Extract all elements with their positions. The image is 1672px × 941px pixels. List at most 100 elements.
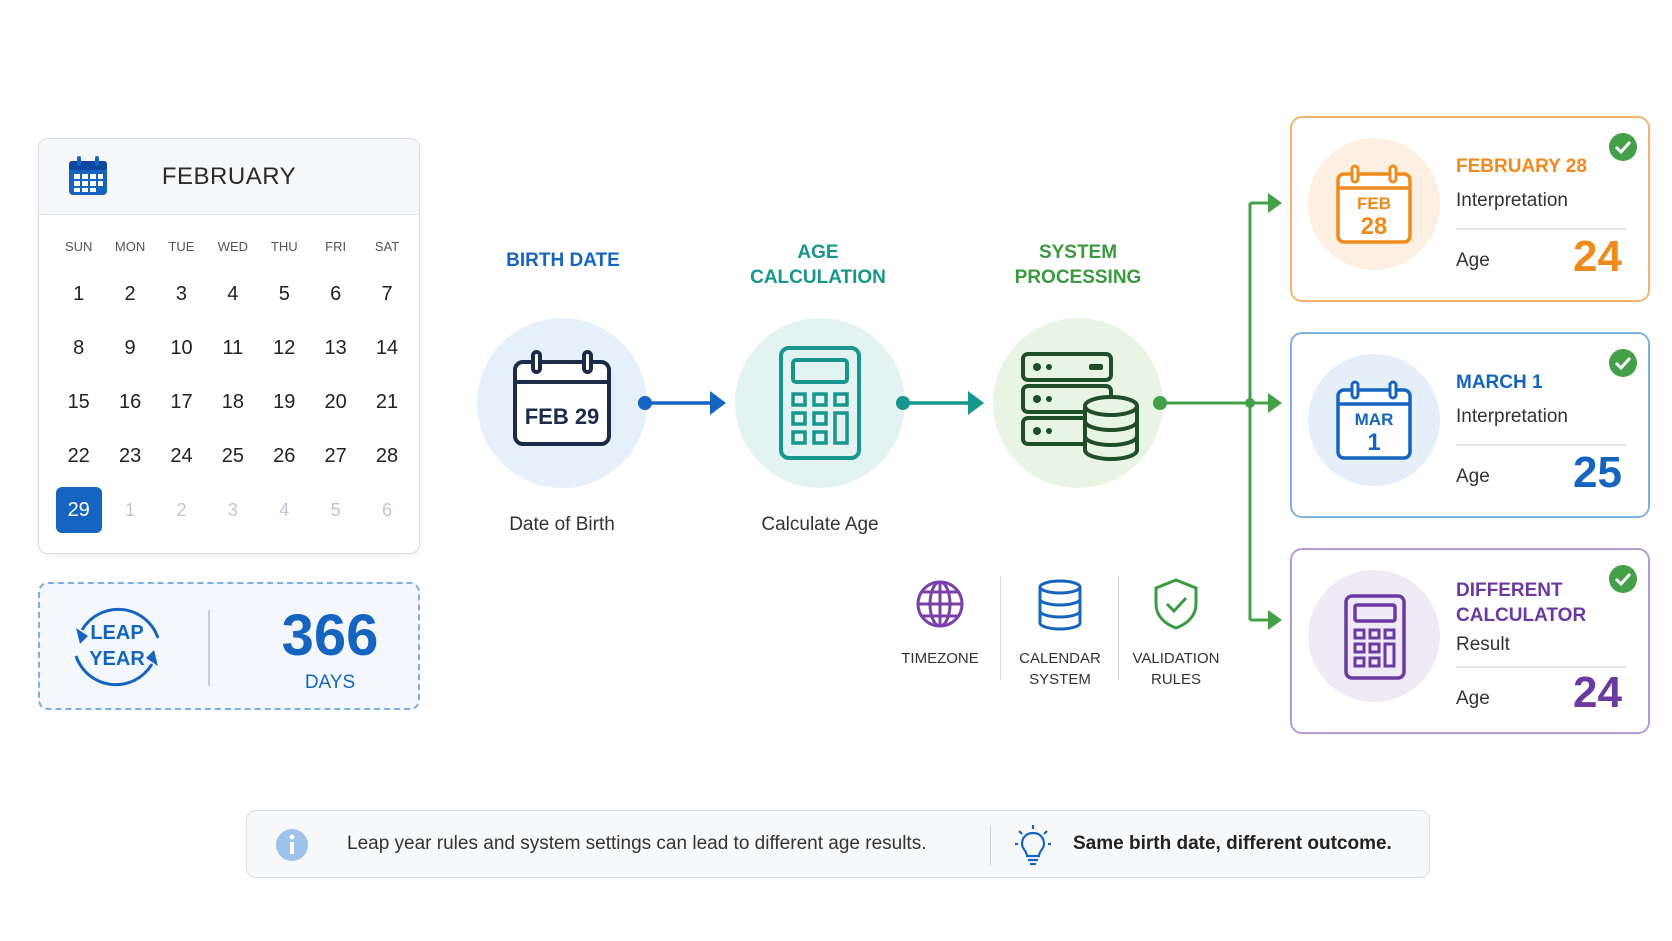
- calendar-day[interactable]: 12: [259, 321, 310, 375]
- calendar-day[interactable]: 28: [361, 429, 412, 483]
- calendar-day-number: 29: [55, 487, 102, 533]
- calendar-day-number: 5: [330, 499, 341, 520]
- mar1-card-subtitle: Interpretation: [1456, 406, 1568, 427]
- feb28-age-label: Age: [1456, 250, 1490, 271]
- calendar-day[interactable]: 24: [156, 429, 207, 483]
- cycle-arrows-icon: [74, 607, 160, 687]
- branch-middle-arrowhead: [1268, 393, 1282, 413]
- calendar-day-number: 17: [170, 390, 193, 413]
- calendar-day-next-month[interactable]: 4: [259, 483, 310, 537]
- calendar-day-number: 25: [221, 444, 244, 467]
- factor-divider-1: [1000, 576, 1001, 680]
- system-processing-label: SYSTEM PROCESSING: [988, 240, 1168, 290]
- calendar-day[interactable]: 16: [104, 375, 155, 429]
- system-line1: SYSTEM: [1038, 242, 1118, 263]
- result-card-different-calculator: DIFFERENT CALCULATOR Result Age 24: [1290, 548, 1650, 734]
- validation-line2: RULES: [1150, 671, 1202, 688]
- feb28-icon-circle: FEB 28: [1308, 138, 1440, 270]
- calendar-day[interactable]: 26: [259, 429, 310, 483]
- calendar-day-number: 19: [273, 390, 296, 413]
- check-circle-icon: [1609, 133, 1637, 161]
- calendar-day[interactable]: 3: [156, 267, 207, 321]
- day-count-unit: DAYS: [304, 672, 356, 693]
- calendar-month-title: FEBRUARY: [161, 163, 297, 190]
- leap-label-line1: LEAP: [90, 622, 144, 644]
- weekday-label: TUE: [168, 239, 195, 254]
- calendar-day[interactable]: 25: [207, 429, 258, 483]
- mar1-icon-circle: MAR 1: [1308, 354, 1440, 486]
- calendar-day-number: 5: [278, 282, 290, 305]
- calendar-day-number: 16: [118, 390, 142, 413]
- calendar-day-next-month[interactable]: 1: [104, 483, 155, 537]
- calendar-system-factor-label: CALENDAR SYSTEM: [1000, 648, 1120, 690]
- info-divider: [990, 825, 991, 865]
- calculator-age-label: Age: [1456, 688, 1490, 709]
- calendar-day[interactable]: 2: [104, 267, 155, 321]
- calendar-day[interactable]: 15: [53, 375, 104, 429]
- leap-year-label: LEAP YEAR: [62, 620, 172, 672]
- calendar-day[interactable]: 23: [104, 429, 155, 483]
- feb28-card-divider: [1456, 228, 1626, 230]
- calendar-day[interactable]: 6: [310, 267, 361, 321]
- info-bar: Leap year rules and system settings can …: [246, 810, 1430, 878]
- mar1-icon-month: MAR: [1354, 410, 1394, 429]
- calendar-day[interactable]: 5: [259, 267, 310, 321]
- weekday-label: SUN: [64, 239, 93, 254]
- calendar-day-number: 24: [170, 444, 193, 467]
- feb28-card-subtitle: Interpretation: [1456, 190, 1568, 211]
- calendar-day[interactable]: 21: [361, 375, 412, 429]
- calendar-day[interactable]: 17: [156, 375, 207, 429]
- calendar-day[interactable]: 7: [361, 267, 412, 321]
- calendar-day-number: 4: [279, 499, 290, 520]
- weekday-label: FRI: [325, 239, 347, 254]
- feb28-icon-month: FEB: [1357, 194, 1391, 213]
- lightbulb-icon: [1015, 825, 1051, 866]
- birth-date-icon-text: FEB 29: [524, 404, 600, 429]
- calendar-day[interactable]: 14: [361, 321, 412, 375]
- birth-date-label: BIRTH DATE: [506, 250, 620, 271]
- calendar-day-number: 14: [375, 336, 399, 359]
- info-message: Leap year rules and system settings can …: [347, 833, 927, 854]
- calendar-day-number: 22: [67, 444, 90, 467]
- calendar-day[interactable]: 11: [207, 321, 258, 375]
- calendar-day[interactable]: 20: [310, 375, 361, 429]
- calendar-day[interactable]: 27: [310, 429, 361, 483]
- calendar-day-next-month[interactable]: 6: [361, 483, 412, 537]
- calendar-day[interactable]: 13: [310, 321, 361, 375]
- birth-date-node: FEB 29: [477, 318, 647, 488]
- calendar-day-next-month[interactable]: 5: [310, 483, 361, 537]
- calendar-day-number: 12: [273, 336, 296, 359]
- calendar-day-number: 21: [375, 390, 399, 413]
- calendar-day-next-month[interactable]: 3: [207, 483, 258, 537]
- validation-line1: VALIDATION: [1132, 650, 1220, 667]
- server-database-icon: [1021, 352, 1139, 461]
- calendar-day-next-month[interactable]: 2: [156, 483, 207, 537]
- calendar-day-number: 1: [73, 282, 85, 305]
- calendar-day-number: 18: [221, 390, 244, 413]
- mar1-icon-day: 1: [1367, 429, 1381, 456]
- calendar-day[interactable]: 8: [53, 321, 104, 375]
- feb28-age-value: 24: [1573, 232, 1622, 281]
- mar1-card-divider: [1456, 444, 1626, 446]
- system-line2: PROCESSING: [1014, 267, 1142, 288]
- birth-to-calc-arrowhead: [710, 391, 726, 415]
- calendar-day[interactable]: 9: [104, 321, 155, 375]
- calendar-day[interactable]: 22: [53, 429, 104, 483]
- date-of-birth-caption: Date of Birth: [509, 514, 615, 535]
- calendar-day-selected[interactable]: 29: [53, 483, 104, 537]
- calendar-day[interactable]: 10: [156, 321, 207, 375]
- system-processing-node: [993, 318, 1163, 488]
- feb28-calendar-icon: [1336, 164, 1412, 244]
- calculator-title-line1: DIFFERENT: [1456, 580, 1563, 601]
- calendar-day[interactable]: 19: [259, 375, 310, 429]
- calendar-day[interactable]: 1: [53, 267, 104, 321]
- timezone-factor-label: TIMEZONE: [880, 648, 1000, 669]
- calculator-icon-circle: [1308, 570, 1440, 702]
- mar1-calendar-icon: [1336, 380, 1412, 460]
- weekday-label: MON: [114, 239, 146, 254]
- calendar-day-number: 6: [330, 282, 342, 305]
- calendar-day[interactable]: 4: [207, 267, 258, 321]
- calendar-day[interactable]: 18: [207, 375, 258, 429]
